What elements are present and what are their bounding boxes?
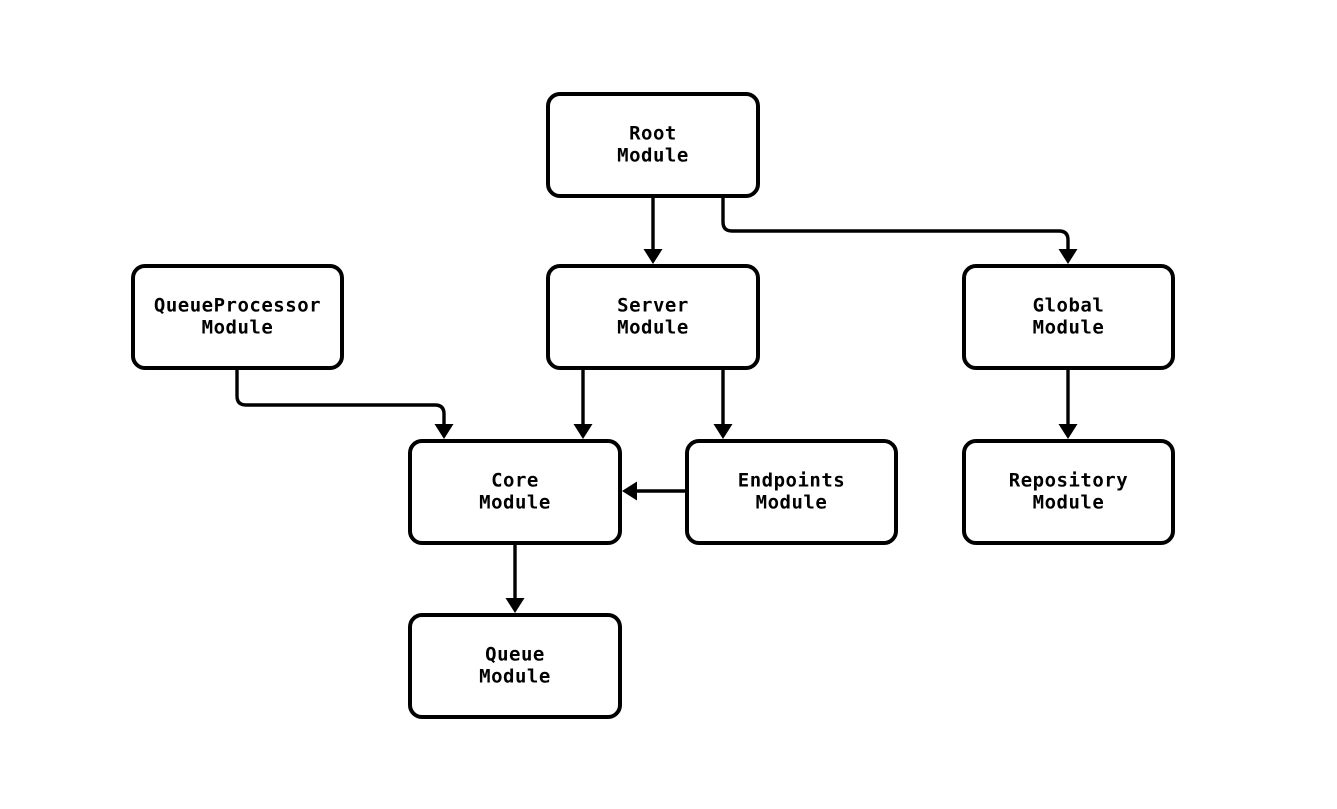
node-box[interactable] [962,264,1175,370]
arrowhead-icon [1058,424,1078,439]
node-label-line1: Global [1033,295,1105,317]
node-box[interactable] [131,264,344,370]
node-box[interactable] [546,264,760,370]
node-label-line2: Module [756,492,828,514]
node-label-line1: Server [617,295,689,317]
arrowhead-icon [713,424,733,439]
edge-line [235,368,446,427]
node-label-line1: Queue [485,644,545,666]
arrowhead-icon [505,598,525,613]
arrowhead-icon [434,424,454,439]
edge-server-to-core [573,368,593,439]
node-label-line1: Endpoints [738,470,845,492]
node-label-line2: Module [479,492,551,514]
edge-line [721,196,1070,252]
node-label-line2: Module [617,317,689,339]
edges-layer [235,196,1078,613]
node-box[interactable] [685,439,898,545]
node-box[interactable] [408,613,622,719]
edge-queueprocessor-to-core [235,368,454,439]
node-box[interactable] [546,92,760,198]
node-label-line1: Root [629,123,677,145]
node-label-line1: QueueProcessor [154,295,321,317]
node-label-line2: Module [1033,317,1105,339]
arrowhead-icon [573,424,593,439]
nodes-layer: RootModuleQueueProcessorModuleServerModu… [131,92,1175,719]
node-label-line2: Module [202,317,274,339]
node-box[interactable] [408,439,622,545]
edge-root-to-server [643,196,663,264]
arrowhead-icon [1058,249,1078,264]
node-label-line2: Module [617,145,689,167]
edge-endpoints-to-core [622,481,687,501]
node-label-line2: Module [479,666,551,688]
node-label-line1: Repository [1009,470,1128,492]
arrowhead-icon [643,249,663,264]
node-label-line1: Core [491,470,539,492]
edge-global-to-repository [1058,368,1078,439]
edge-root-to-global [721,196,1078,264]
edge-core-to-queue [505,543,525,613]
edge-server-to-endpoints [713,368,733,439]
node-box[interactable] [962,439,1175,545]
node-label-line2: Module [1033,492,1105,514]
arrowhead-icon [622,481,637,501]
